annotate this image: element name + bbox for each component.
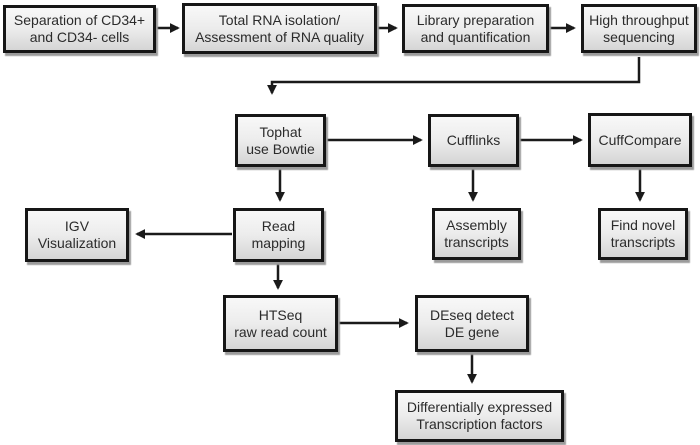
node-cufflinks-label: Cufflinks	[446, 132, 501, 148]
node-read-mapping: Read mapping	[233, 208, 324, 262]
node-separation-label: Separation of CD34+ and CD34- cells	[13, 12, 146, 45]
node-rna-isolation: Total RNA isolation/ Assessment of RNA q…	[182, 3, 377, 54]
node-htseq: HTSeq raw read count	[223, 295, 338, 352]
node-assembly: Assembly transcripts	[432, 208, 521, 260]
node-deseq: DEseq detect DE gene	[415, 295, 529, 352]
node-diff-expressed-label: Differentially expressed Transcription f…	[406, 399, 553, 432]
node-igv: IGV Visualization	[25, 208, 129, 262]
node-cuffcompare-label: CuffCompare	[598, 131, 682, 148]
node-diff-expressed: Differentially expressed Transcription f…	[395, 390, 564, 442]
edge-sequencing-to-tophat	[267, 57, 641, 95]
node-library-prep-label: Library preparation and quantification	[416, 11, 535, 45]
node-library-prep: Library preparation and quantification	[402, 4, 549, 53]
node-tophat-label: Tophat use Bowtie	[246, 123, 315, 157]
node-separation: Separation of CD34+ and CD34- cells	[3, 5, 156, 53]
node-find-novel-label: Find novel transcripts	[610, 217, 676, 250]
node-htseq-label: HTSeq raw read count	[234, 306, 327, 340]
node-sequencing-label: High throughput sequencing	[589, 11, 689, 45]
node-cuffcompare: CuffCompare	[588, 113, 692, 167]
node-deseq-label: DEseq detect DE gene	[429, 306, 515, 340]
node-igv-label: IGV Visualization	[37, 218, 117, 251]
node-sequencing: High throughput sequencing	[581, 4, 697, 53]
node-read-mapping-label: Read mapping	[251, 218, 306, 251]
node-rna-isolation-label: Total RNA isolation/ Assessment of RNA q…	[195, 11, 364, 45]
node-find-novel: Find novel transcripts	[598, 208, 688, 260]
node-tophat: Tophat use Bowtie	[235, 114, 326, 167]
node-cufflinks: Cufflinks	[428, 114, 519, 167]
node-assembly-label: Assembly transcripts	[444, 217, 509, 250]
